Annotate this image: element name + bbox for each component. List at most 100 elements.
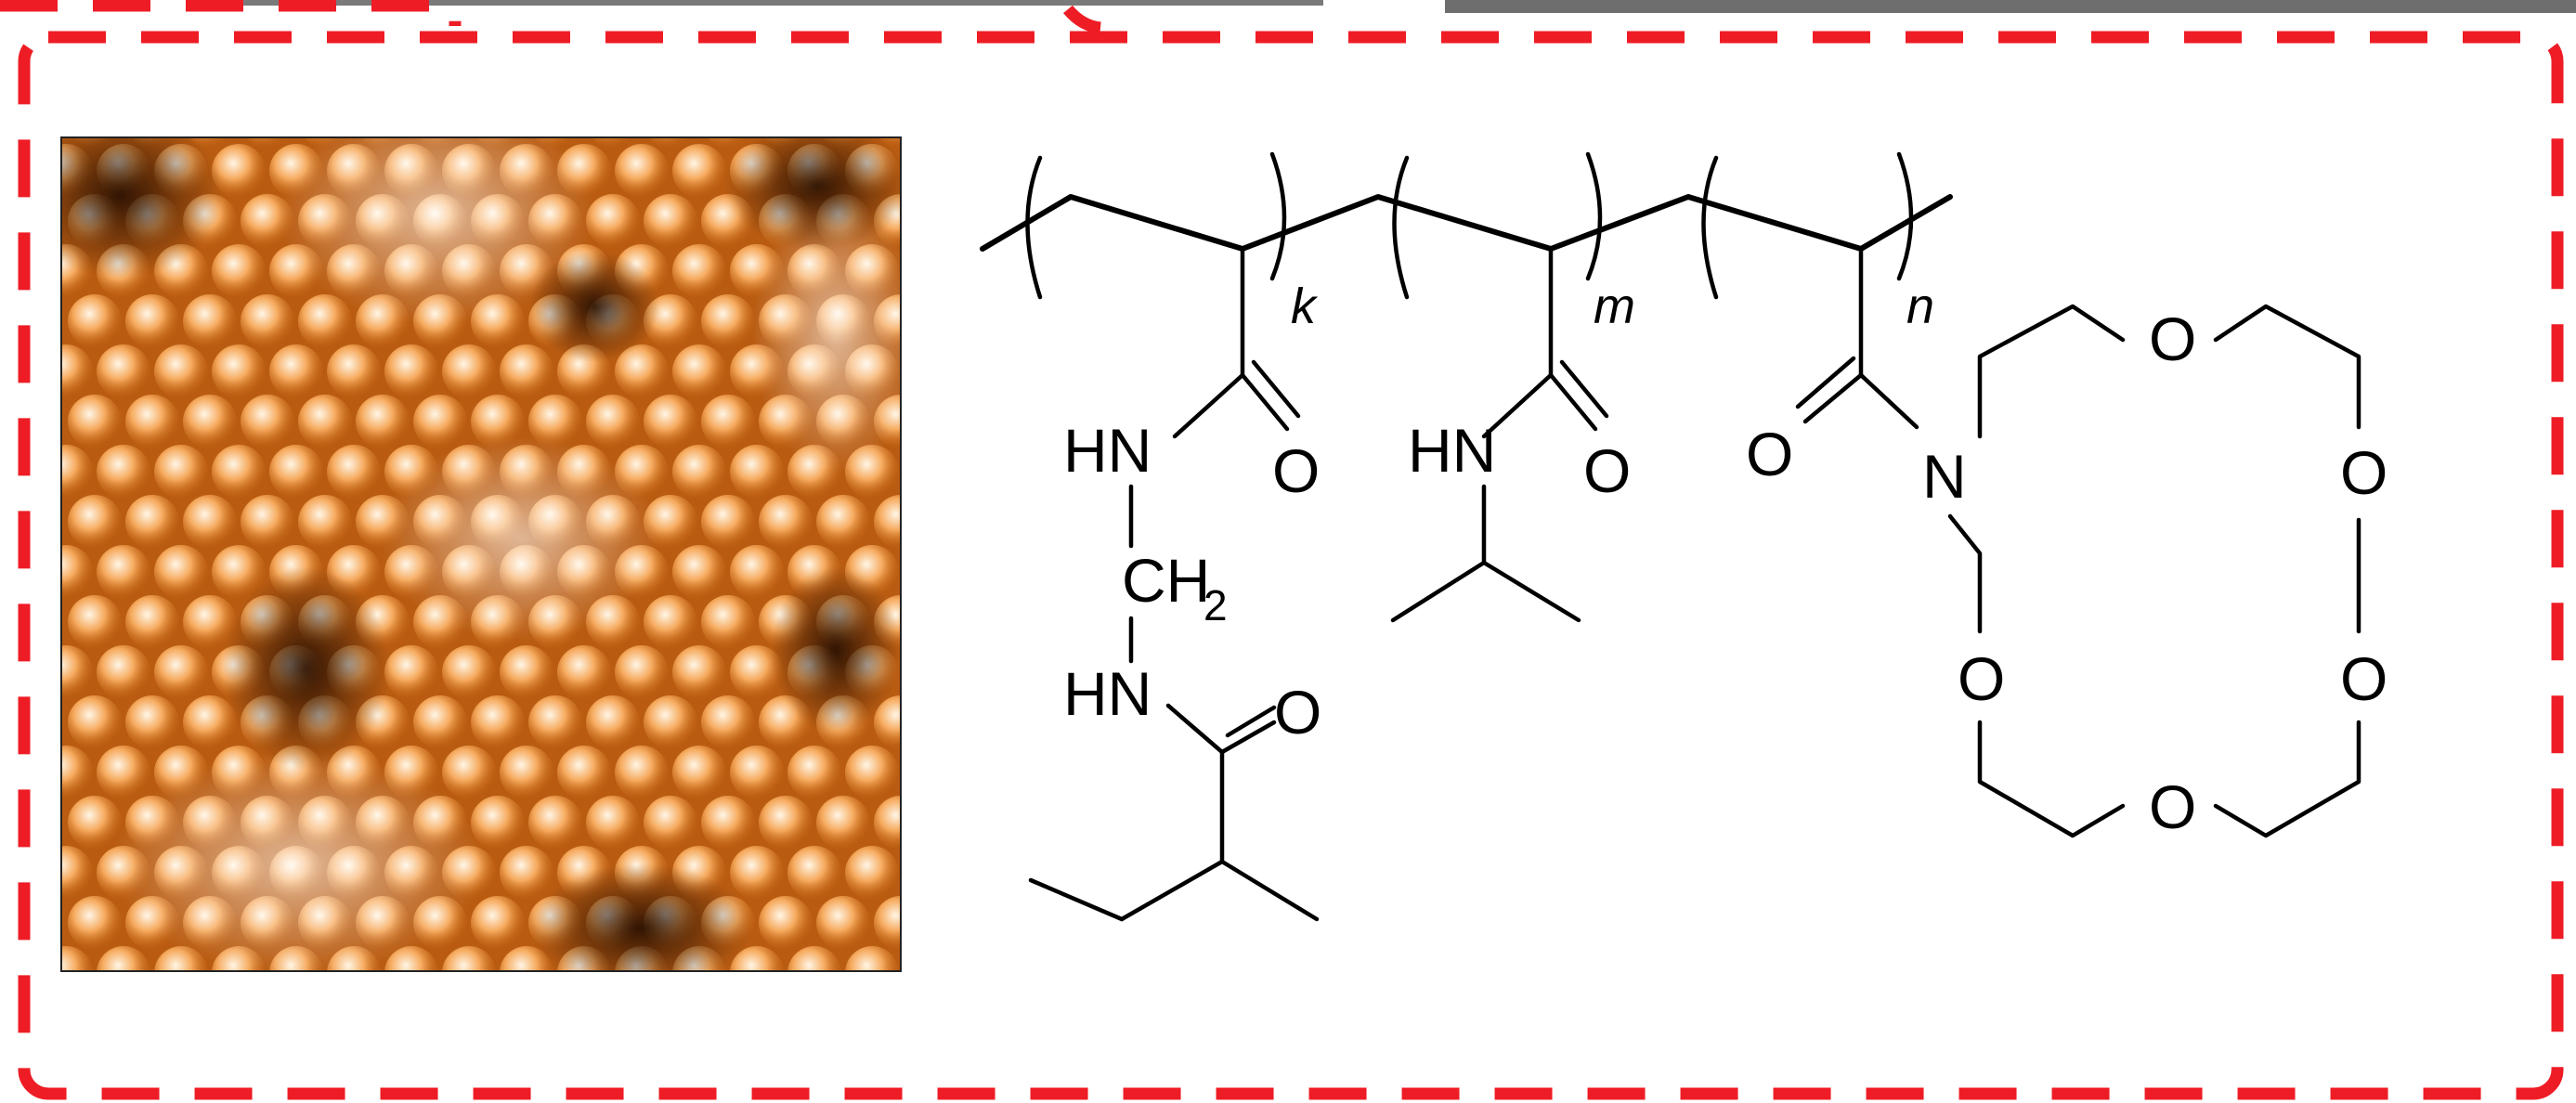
- bracket-k-close: [1269, 151, 1287, 281]
- afm-particle: [442, 645, 496, 699]
- afm-particle: [592, 137, 634, 148]
- afm-particle: [471, 395, 525, 448]
- afm-bright-patch: [381, 436, 659, 641]
- afm-particle: [183, 695, 237, 749]
- repeat-unit-k: O HN CH 2 HN O: [1028, 246, 1321, 922]
- methylene-subscript: 2: [1203, 581, 1228, 629]
- afm-particle: [730, 645, 784, 699]
- afm-particle: [246, 137, 289, 148]
- afm-particle: [644, 194, 697, 248]
- afm-particle: [413, 695, 467, 749]
- afm-particle: [759, 796, 813, 850]
- subscript-k: k: [1291, 279, 1319, 334]
- afm-particle: [500, 746, 553, 799]
- afm-particle: [615, 144, 669, 198]
- afm-particle: [586, 796, 640, 850]
- afm-particle: [845, 946, 899, 971]
- carbonyl-oxygen: O: [1272, 436, 1320, 505]
- afm-contrast-patches: [61, 137, 901, 971]
- afm-image: [60, 136, 902, 972]
- afm-particle: [183, 495, 237, 549]
- afm-particle: [212, 445, 266, 499]
- afm-particle: [125, 595, 179, 649]
- afm-particle: [61, 645, 93, 699]
- afm-particle: [672, 746, 726, 799]
- afm-particle: [68, 395, 122, 448]
- afm-particle: [212, 244, 266, 298]
- repeat-unit-n: O N O O O O O: [1746, 246, 2387, 841]
- afm-particle: [471, 896, 525, 950]
- afm-particle: [557, 645, 611, 699]
- carbonyl-oxygen: O: [1746, 420, 1793, 488]
- afm-particle: [125, 495, 179, 549]
- afm-particle: [269, 344, 323, 398]
- afm-particle: [615, 344, 669, 398]
- afm-particle: [97, 946, 150, 971]
- afm-particle: [707, 137, 749, 148]
- bracket-m-close: [1585, 151, 1603, 281]
- afm-particle: [787, 846, 841, 900]
- afm-particle: [68, 495, 122, 549]
- afm-particle: [672, 445, 726, 499]
- afm-particle: [183, 595, 237, 649]
- afm-particle: [787, 946, 841, 971]
- afm-particle: [125, 395, 179, 448]
- afm-particle: [154, 645, 208, 699]
- afm-border: [60, 136, 902, 972]
- afm-particle: [672, 144, 726, 198]
- afm-particle: [97, 746, 150, 799]
- afm-particle: [874, 495, 901, 549]
- afm-particle: [61, 344, 93, 398]
- afm-particle: [356, 395, 410, 448]
- afm-particle: [586, 194, 640, 248]
- afm-particle: [125, 294, 179, 348]
- neighbor-photo-left: [195, 0, 1323, 6]
- afm-particle: [68, 294, 122, 348]
- afm-particle: [879, 137, 901, 148]
- afm-particle: [212, 144, 266, 198]
- afm-particle: [701, 294, 755, 348]
- afm-particle: [500, 344, 553, 398]
- afm-particle: [816, 495, 870, 549]
- dashed-frame: [18, 31, 2564, 1100]
- afm-particle: [212, 344, 266, 398]
- afm-particle: [183, 294, 237, 348]
- afm-particle: [874, 796, 901, 850]
- afm-dark-patch: [771, 566, 901, 733]
- afm-particle: [500, 846, 553, 900]
- bracket-m-open: [1392, 155, 1410, 300]
- crown-oxygen: O: [2149, 772, 2196, 841]
- afm-particle: [730, 545, 784, 599]
- neighbor-frame-left: [0, 0, 462, 26]
- afm-particle: [241, 495, 294, 549]
- afm-particle: [644, 595, 697, 649]
- bracket-n-open: [1701, 155, 1719, 300]
- afm-particle: [644, 796, 697, 850]
- afm-dark-patch: [223, 566, 390, 771]
- afm-dark-patch: [724, 137, 901, 251]
- afm-particle: [672, 344, 726, 398]
- afm-particle: [241, 395, 294, 448]
- afm-particle: [68, 595, 122, 649]
- crown-oxygen: O: [2149, 305, 2196, 373]
- backbone-chain: [980, 194, 1953, 252]
- afm-particle: [413, 395, 467, 448]
- crown-oxygen: O: [2340, 644, 2387, 713]
- afm-particle: [327, 344, 381, 398]
- afm-particle: [528, 395, 582, 448]
- amide-nh: HN: [1408, 416, 1496, 485]
- afm-particle: [471, 796, 525, 850]
- afm-particle: [649, 137, 692, 148]
- afm-particle: [730, 445, 784, 499]
- bracket-n-close: [1896, 151, 1914, 281]
- afm-particle: [327, 445, 381, 499]
- afm-particle: [672, 645, 726, 699]
- afm-particle: [528, 796, 582, 850]
- afm-particle: [212, 545, 266, 599]
- amide-nh: HN: [1063, 416, 1151, 485]
- afm-particle: [701, 495, 755, 549]
- afm-particle: [845, 846, 899, 900]
- afm-particle: [442, 344, 496, 398]
- afm-particle: [701, 695, 755, 749]
- afm-particle: [269, 445, 323, 499]
